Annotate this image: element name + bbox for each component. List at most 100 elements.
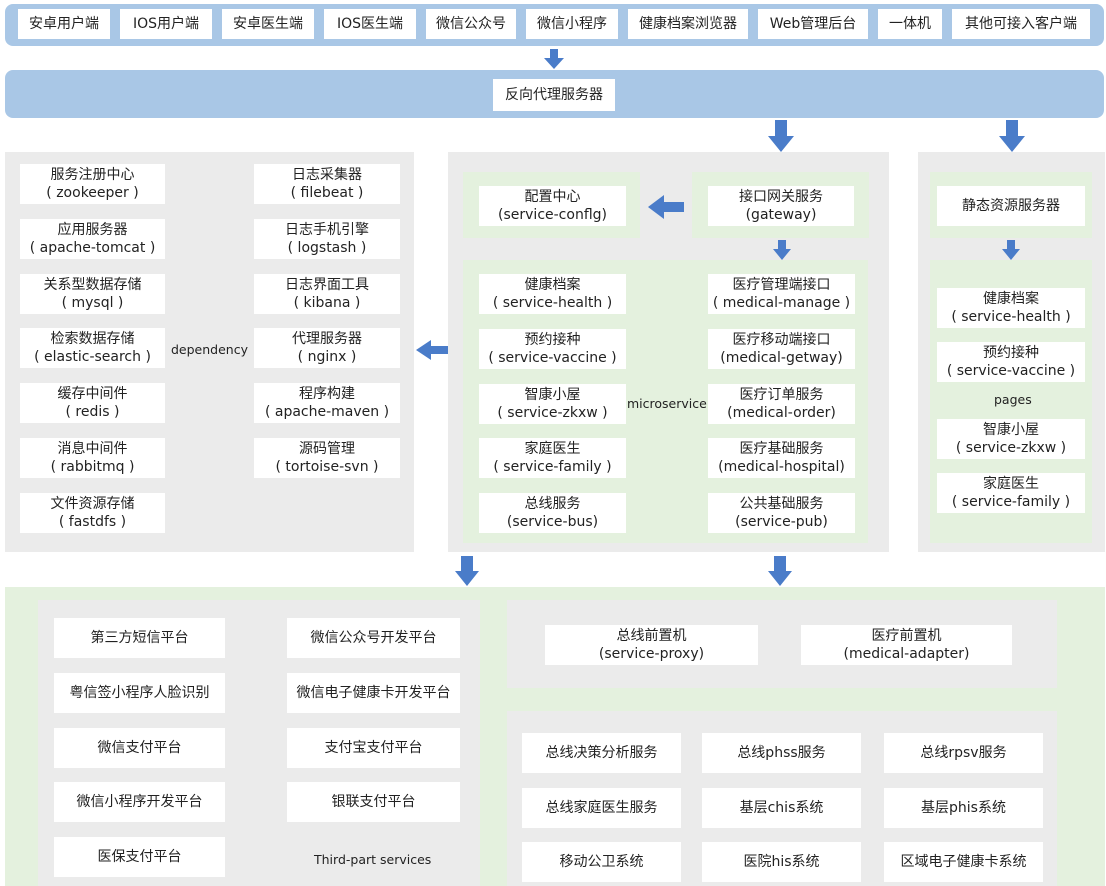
arrow-gateway-to-config [648, 195, 684, 219]
box-text: 总线服务 [524, 496, 581, 513]
box-text: 源码管理 [299, 441, 355, 457]
box-text: 代理服务器 [292, 331, 362, 348]
box-text: (service-bus) [506, 514, 599, 531]
box-text: 微信支付平台 [97, 739, 182, 756]
box-text: (medical-hospital) [718, 459, 845, 476]
box-text: 总线决策分析服务 [545, 745, 658, 761]
dependency-item: 日志界面工具( kibana ) [254, 273, 400, 314]
reverse-proxy-server: 反向代理服务器 [493, 79, 615, 111]
box-text: 日志界面工具 [285, 276, 369, 293]
box-text: ( elastic-search ) [34, 349, 151, 366]
box-text: 日志手机引擎 [285, 221, 369, 238]
box-text: 基层phis系统 [921, 799, 1006, 816]
microservice-item: 家庭医生( service-family ) [479, 438, 626, 479]
system-item: 区域电子健康卡系统 [884, 842, 1043, 882]
box-text: 家庭医生 [983, 476, 1039, 492]
medical-front-machine: 医疗前置机(medical-adapter) [801, 625, 1012, 665]
box-text: 预约接种 [524, 331, 581, 348]
box-text: ( kibana ) [293, 294, 361, 311]
client-other: 其他可接入客户端 [952, 9, 1090, 39]
page-item: 家庭医生 ( service-family ) [937, 473, 1085, 513]
dependency-item: 文件资源存储( fastdfs ) [20, 492, 165, 533]
dependency-item: 日志手机引擎( logstash ) [254, 218, 400, 259]
box-text: 服务注册中心 [50, 167, 135, 183]
client-web-admin: Web管理后台 [758, 9, 868, 39]
arrow-microservice-to-dependency [416, 340, 448, 360]
arrow-static-to-pages [1002, 240, 1020, 260]
system-item: 总线phss服务 [702, 733, 861, 773]
box-text: 预约接种 [983, 345, 1039, 361]
box-text: 微信电子健康卡开发平台 [296, 684, 451, 701]
box-text: 医保支付平台 [97, 849, 182, 866]
box-text: 总线rpsv服务 [920, 745, 1007, 761]
arrow-proxy-to-static [999, 120, 1025, 152]
box-text: 基层chis系统 [739, 799, 824, 816]
dependency-item: 程序构建( apache-maven ) [254, 383, 400, 424]
arrow-microservice-to-front [768, 556, 792, 586]
dependency-item: 应用服务器( apache-tomcat ) [20, 218, 165, 259]
box-text: ( apache-tomcat ) [29, 239, 156, 256]
box-text: 支付宝支付平台 [324, 739, 423, 756]
box-text: ( filebeat ) [290, 185, 364, 201]
box-text: 健康档案 [983, 291, 1039, 307]
microservice-item: 医疗订单服务(medical-order) [708, 383, 855, 424]
box-text: ( service-family ) [951, 494, 1071, 510]
third-party-item: 粤信签小程序人脸识别 [54, 672, 225, 713]
microservice-item: 健康档案 ( service-health ) [479, 274, 626, 314]
box-text: ( service-zkxw ) [955, 440, 1067, 456]
box-text: ( service-vaccine ) [488, 349, 617, 366]
microservice-item: 预约接种( service-vaccine ) [479, 328, 626, 369]
box-text: 移动公卫系统 [559, 854, 644, 870]
box-text: 医疗订单服务 [739, 386, 824, 403]
box-text: 总线家庭医生服务 [545, 799, 658, 816]
dependency-item: 消息中间件 ( rabbitmq ) [20, 438, 165, 478]
box-text: 微信公众号开发平台 [310, 630, 437, 646]
microservice-item: 医疗基础服务(medical-hospital) [708, 438, 855, 479]
page-item: 健康档案 ( service-health ) [937, 288, 1085, 328]
box-text: 家庭医生 [524, 441, 581, 458]
box-text: 医疗管理端接口 [732, 277, 831, 293]
box-text: ( service-health ) [951, 309, 1071, 325]
box-text: 程序构建 [299, 386, 355, 403]
pages-label: pages [994, 392, 1032, 407]
box-text: ( medical-manage ) [712, 295, 851, 311]
static-resource-server: 静态资源服务器 [937, 186, 1085, 226]
box-text: 医疗基础服务 [739, 441, 824, 458]
box-text: 健康档案 [524, 277, 581, 293]
microservice-item: 医疗管理端接口 ( medical-manage ) [708, 274, 855, 314]
box-text: ( zookeeper ) [46, 185, 139, 201]
dependency-item: 代理服务器( nginx ) [254, 328, 400, 369]
box-text: 检索数据存储 [50, 331, 135, 348]
microservice-item: 总线服务(service-bus) [479, 493, 626, 534]
system-item: 基层phis系统 [884, 787, 1043, 828]
box-text: ( service-family ) [493, 459, 612, 476]
third-party-item: 微信支付平台 [54, 727, 225, 768]
box-text: ( service-health ) [492, 295, 613, 311]
client-all-in-one: 一体机 [878, 9, 942, 39]
third-party-item: 微信小程序开发平台 [54, 782, 225, 823]
box-text: ( redis ) [65, 404, 120, 421]
box-text: (service-pub) [735, 514, 828, 531]
client-android-user: 安卓用户端 [18, 9, 110, 39]
third-party-label: Third-part services [314, 852, 432, 867]
box-text: 日志采集器 [292, 167, 362, 183]
microservice-item: 医疗移动端接口(medical-getway) [708, 328, 855, 369]
box-text: 区域电子健康卡系统 [900, 854, 1027, 870]
client-ios-user: IOS用户端 [120, 9, 212, 39]
bus-front-machine: 总线前置机(service-proxy) [545, 625, 758, 665]
client-wechat-official: 微信公众号 [426, 9, 516, 39]
box-text: 文件资源存储 [50, 495, 135, 512]
box-text: ( tortoise-svn ) [275, 459, 379, 475]
config-center: 配置中心(service-conflg) [479, 186, 626, 226]
microservice-item: 智康小屋( service-zkxw ) [479, 383, 626, 424]
box-text: 医院his系统 [743, 854, 820, 870]
system-item: 总线rpsv服务 [884, 733, 1043, 773]
box-text: ( service-vaccine ) [946, 363, 1076, 379]
client-wechat-miniprogram: 微信小程序 [526, 9, 618, 39]
system-item: 总线家庭医生服务 [522, 787, 681, 828]
box-text: ( logstash ) [287, 239, 367, 256]
microservice-item: 公共基础服务(service-pub) [708, 493, 855, 534]
box-text: 消息中间件 [57, 441, 128, 457]
arrow-gateway-to-microservices [773, 240, 791, 260]
box-text: ( rabbitmq ) [50, 459, 135, 475]
